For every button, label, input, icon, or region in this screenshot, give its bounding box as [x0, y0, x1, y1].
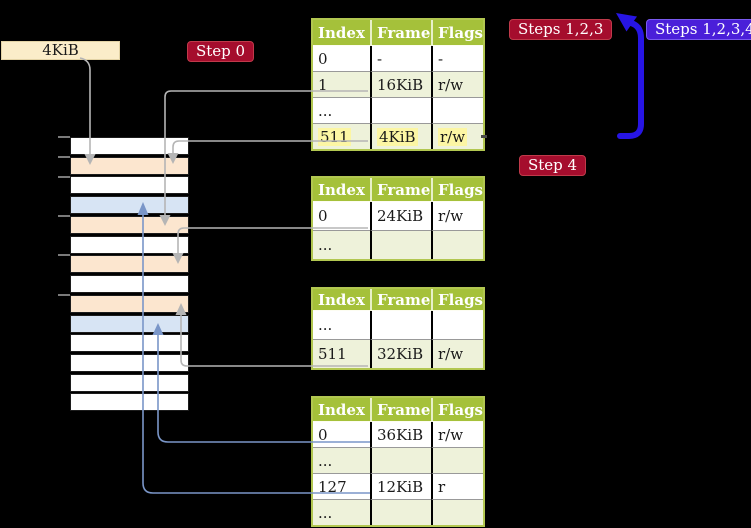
memory-frame-white	[70, 236, 189, 254]
column-header: Flags	[431, 178, 483, 202]
table-cell	[370, 230, 431, 259]
memory-frame-peach	[70, 216, 189, 234]
table-cell: r/w	[431, 123, 483, 149]
table-cell	[431, 447, 483, 473]
column-header: Flags	[431, 398, 483, 422]
memory-frame-peach	[70, 295, 189, 313]
table-cell: 0	[313, 202, 370, 230]
table-cell: r/w	[431, 339, 483, 368]
table-cell	[370, 97, 431, 123]
memory-frame-white	[70, 176, 189, 194]
table-cell: 511	[313, 339, 370, 368]
table-cell: 4KiB	[370, 123, 431, 149]
memory-frame-white	[70, 275, 189, 293]
memory-frame-peach	[70, 255, 189, 273]
table-cell: 0	[313, 422, 370, 447]
table-cell: ...	[313, 447, 370, 473]
column-header: Index	[313, 289, 370, 311]
table-cell: r	[431, 473, 483, 499]
table-cell: 32KiB	[370, 339, 431, 368]
memory-frame-blue	[70, 315, 189, 333]
table-cell	[431, 311, 483, 339]
table-cell	[431, 499, 483, 525]
memory-frame-white	[70, 354, 189, 372]
table-cell	[370, 311, 431, 339]
column-header: Index	[313, 20, 370, 46]
table-cell: ...	[313, 499, 370, 525]
column-header: Index	[313, 398, 370, 422]
frame-size-label: 4KiB	[1, 41, 120, 60]
column-header: Frame	[370, 398, 431, 422]
table-cell	[431, 230, 483, 259]
table-row: 0--	[313, 46, 483, 71]
column-header: Frame	[370, 20, 431, 46]
table-cell: 24KiB	[370, 202, 431, 230]
badge-steps-1-2-3: Steps 1,2,3	[509, 19, 613, 40]
column-header: Flags	[431, 289, 483, 311]
table-row: ...	[313, 499, 483, 525]
table-cell: r/w	[431, 71, 483, 97]
badge-step-4: Step 4	[519, 155, 587, 176]
table-cell: 12KiB	[370, 473, 431, 499]
badge-step-0: Step 0	[187, 41, 255, 62]
table-row: ...	[313, 97, 483, 123]
highlighted-value: 4KiB	[377, 127, 418, 146]
table-cell: 16KiB	[370, 71, 431, 97]
table-cell: 127	[313, 473, 370, 499]
table-cell: 36KiB	[370, 422, 431, 447]
column-header: Flags	[431, 20, 483, 46]
column-header: Frame	[370, 178, 431, 202]
table-cell: r/w	[431, 202, 483, 230]
table-cell: ...	[313, 311, 370, 339]
memory-frame-white	[70, 393, 189, 411]
column-header: Index	[313, 178, 370, 202]
table-cell: 511	[313, 123, 370, 149]
memory-ticks	[58, 136, 70, 296]
memory-frame-peach	[70, 157, 189, 175]
memory-frame-white	[70, 137, 189, 155]
highlighted-value: r/w	[438, 127, 468, 146]
table-cell: ...	[313, 97, 370, 123]
highlighted-value: 511	[318, 127, 351, 146]
table-cell	[431, 97, 483, 123]
recursive-loop-arrowhead	[616, 13, 637, 32]
table-cell: -	[431, 46, 483, 71]
column-header: Frame	[370, 289, 431, 311]
recursive-loop-arrow	[617, 20, 644, 139]
table-cell: r/w	[431, 422, 483, 447]
table-cell: -	[370, 46, 431, 71]
physical-memory-column	[70, 137, 190, 417]
table-cell	[370, 499, 431, 525]
badge-steps-1-2-3-4: Steps 1,2,3,4	[646, 19, 751, 40]
table-cell	[370, 447, 431, 473]
table-row: 511 4KiB r/w	[313, 123, 483, 149]
memory-frame-white	[70, 374, 189, 392]
table-row: ...	[313, 230, 483, 259]
table-cell: 1	[313, 71, 370, 97]
memory-frame-blue	[70, 196, 189, 214]
table-cell: ...	[313, 230, 370, 259]
table-cell: 0	[313, 46, 370, 71]
memory-frame-white	[70, 334, 189, 352]
table-row: ...	[313, 311, 483, 339]
table-row: ...	[313, 447, 483, 473]
